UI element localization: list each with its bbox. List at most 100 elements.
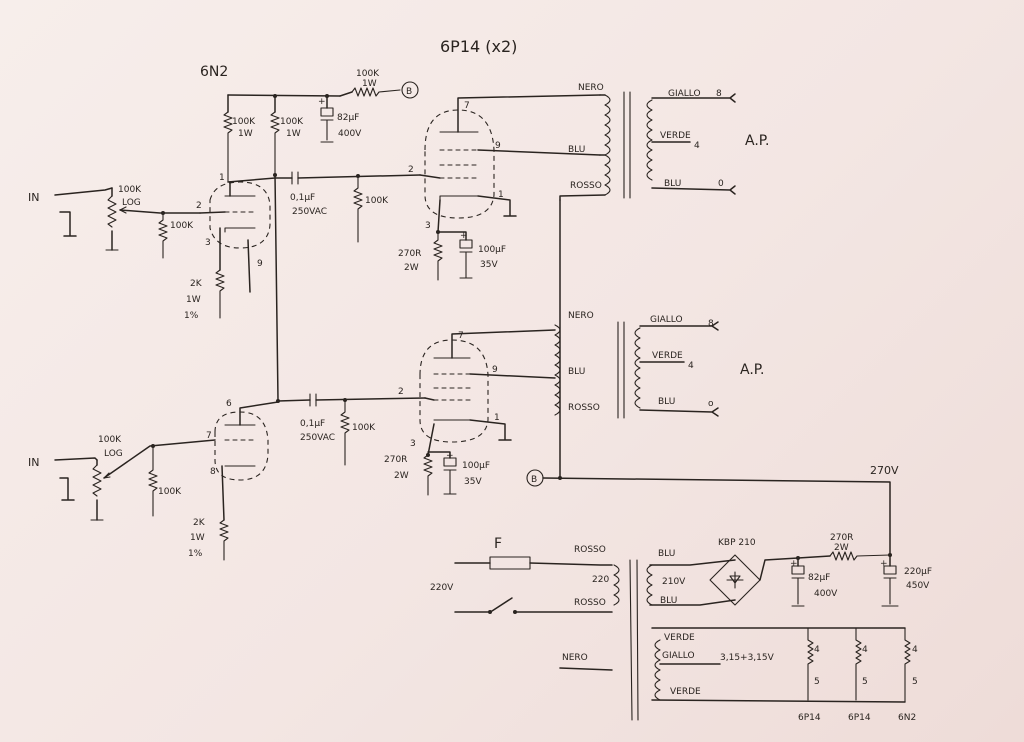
ot-top-0: 0 <box>718 179 724 189</box>
ground-symbol <box>59 211 77 237</box>
psu-verde2: VERDE <box>670 687 701 697</box>
cath-pwr-top-r: 270R <box>398 249 421 259</box>
ground-symbol <box>477 195 517 217</box>
coup-bottom-volt: 250VAC <box>300 433 335 443</box>
heater-1 <box>807 627 814 701</box>
pin: 7 <box>206 431 212 441</box>
node-b-top <box>401 81 419 99</box>
wire <box>247 239 251 293</box>
ot-bottom-rosso: ROSSO <box>568 403 600 413</box>
ot-top-nero: NERO <box>578 83 604 93</box>
wire <box>54 187 113 196</box>
wire <box>419 174 441 179</box>
pin: 2 <box>196 201 202 211</box>
wire <box>227 94 341 97</box>
wire <box>339 91 353 97</box>
cath-cap-top-value: 100µF <box>478 245 506 255</box>
ot-bottom-secondary <box>634 327 641 409</box>
supply-drop-value: 100K <box>356 69 380 79</box>
psu-rosso2: ROSSO <box>574 598 606 608</box>
cathode-capacitor-bottom <box>443 457 457 467</box>
pin: 2 <box>398 387 404 397</box>
pin: 3 <box>425 221 431 231</box>
pot-top <box>107 195 117 228</box>
pot-bottom <box>92 464 102 497</box>
ot-top-8: 8 <box>716 89 722 99</box>
heater-winding <box>654 639 661 701</box>
top-input-stage: IN 100K LOG 100K 2 1 3 9 2K 1W 1% <box>28 173 271 321</box>
coupling-capacitor-top <box>291 171 299 185</box>
wire <box>54 457 98 461</box>
ot-top-primary <box>604 94 611 196</box>
cath-cap-bottom-volt: 35V <box>464 477 482 487</box>
ot-top-core <box>623 91 631 199</box>
ground-symbol <box>59 477 75 501</box>
wire <box>227 177 293 183</box>
wire <box>221 465 225 521</box>
wire <box>639 407 719 417</box>
wire <box>119 209 201 214</box>
power-supply: F 220V ROSSO 220 ROSSO BLU 210V BLU KBP … <box>430 533 932 723</box>
ot-bottom-0: o <box>708 399 714 409</box>
psu-nero: NERO <box>562 653 588 663</box>
cath-pwr-top-w: 2W <box>404 263 419 273</box>
pentode-bottom-electrodes <box>433 357 471 421</box>
wire <box>457 94 601 133</box>
cath-bottom-r: 2K <box>193 518 206 528</box>
output-transformer-bottom: NERO BLU ROSSO GIALLO 8 VERDE 4 BLU o A.… <box>554 311 765 419</box>
psu-res-value: 270R <box>830 533 853 543</box>
wire <box>437 199 441 233</box>
psu-sec-v: 210V <box>662 577 686 587</box>
wire <box>649 599 736 606</box>
psu-cap2-value: 220µF <box>904 567 932 577</box>
supply-drop-watt: 1W <box>362 79 377 89</box>
cath-pwr-bottom-w: 2W <box>394 471 409 481</box>
heater-2-b: 5 <box>862 677 868 687</box>
psu-rosso1: ROSSO <box>574 545 606 555</box>
pin: 9 <box>257 259 263 269</box>
psu-res-watt: 2W <box>834 543 849 553</box>
wire <box>274 174 279 401</box>
wire <box>469 373 556 379</box>
coup-top-volt: 250VAC <box>292 207 327 217</box>
in-top-label: IN <box>28 191 39 204</box>
heater-1-tube: 6P14 <box>798 713 821 723</box>
capacitor-plate <box>459 251 473 279</box>
heater-2 <box>855 627 862 701</box>
wire <box>315 397 426 401</box>
output-transformer-top: NERO BLU ROSSO GIALLO 8 VERDE 4 BLU 0 A.… <box>559 83 770 201</box>
pentode-bottom-envelope <box>419 339 489 443</box>
ot-bottom-giallo: GIALLO <box>650 315 683 325</box>
polarity-plus: + <box>790 559 798 569</box>
psu-cap1-volt: 400V <box>814 589 838 599</box>
triode-bottom-electrodes <box>224 424 256 467</box>
junction <box>273 173 277 177</box>
psu-resistor <box>829 551 891 561</box>
pin: 1 <box>494 413 500 423</box>
ot-top-giallo: GIALLO <box>668 89 701 99</box>
cath-bottom-w: 1W <box>190 533 205 543</box>
pot-bottom-type: LOG <box>104 449 123 459</box>
cath-cap-top-volt: 35V <box>480 260 498 270</box>
heater-3-tube: 6N2 <box>898 713 916 723</box>
supply-capacitor <box>320 107 334 117</box>
fuse <box>489 556 531 570</box>
switch-contact <box>488 610 492 614</box>
cath-pwr-bottom-r: 270R <box>384 455 407 465</box>
psu-verde1: VERDE <box>664 633 695 643</box>
heater-1-b: 5 <box>814 677 820 687</box>
pentode-top: 7 9 1 3 + 270R 2W 100µF 35V <box>398 94 601 281</box>
grid-resistor-power-top <box>353 175 363 243</box>
cathode-capacitor-top <box>459 239 473 249</box>
polarity-plus: + <box>880 559 888 569</box>
triode-top-envelope <box>209 181 271 249</box>
coupling-capacitor-bottom <box>309 393 317 407</box>
plate-b-watt: 1W <box>286 129 301 139</box>
ot-top-verde: VERDE <box>660 131 691 141</box>
pin: 1 <box>498 190 504 200</box>
wire <box>437 231 467 241</box>
psu-heater-v: 3,15+3,15V <box>720 653 775 663</box>
heater-3 <box>904 627 911 703</box>
grid-resistor-power-bottom <box>340 399 350 466</box>
